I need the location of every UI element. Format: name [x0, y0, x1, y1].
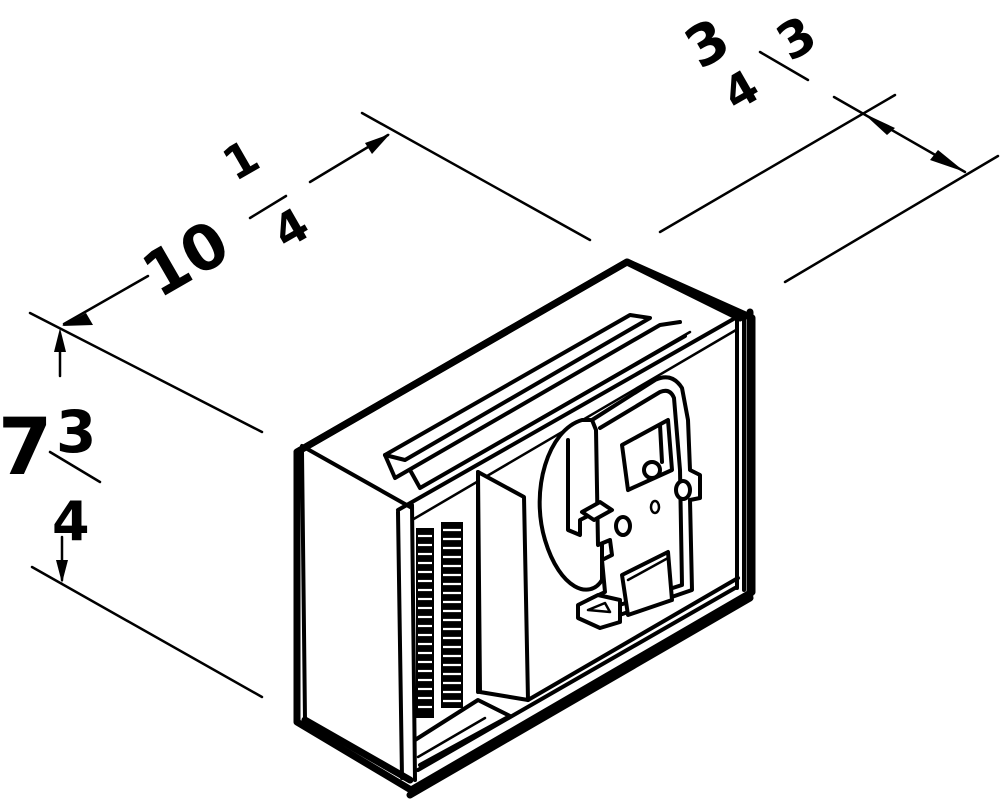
- bottom-tray-edge: [526, 576, 740, 702]
- height-numerator-label: 3: [56, 398, 96, 466]
- mechanism-assembly: [537, 375, 702, 630]
- arrowhead-icon: [863, 113, 895, 135]
- top-back-edge: [293, 258, 744, 456]
- width-extension-line-right: [360, 111, 592, 242]
- bracket-frame: [586, 375, 702, 622]
- top-channel-lip: [383, 320, 682, 480]
- rivet: [614, 515, 632, 537]
- top-side-edge: [300, 444, 414, 510]
- arrowhead-icon: [54, 328, 66, 352]
- arrowhead-icon: [62, 313, 93, 326]
- width-numerator-label: 1: [214, 129, 269, 192]
- depth-extension-line-back: [658, 93, 897, 234]
- front-flange-left: [396, 510, 404, 780]
- top-channel: [383, 313, 652, 462]
- lower-window-ledge: [626, 556, 670, 582]
- arrowhead-icon: [56, 560, 68, 583]
- height-dimension: 7 3 4: [0, 328, 264, 699]
- front-bottom-inner-edge: [416, 586, 737, 772]
- arrowhead-icon: [930, 150, 965, 172]
- width-whole-label: 10: [130, 206, 241, 312]
- side-front-edge: [300, 450, 307, 722]
- rail-inner: [428, 330, 692, 484]
- vent-grille: [416, 522, 463, 718]
- arrowhead-icon: [365, 134, 390, 154]
- fraction-bar: [758, 50, 810, 82]
- grille-column-right: [441, 522, 463, 708]
- cam-disc: [537, 418, 604, 592]
- divider-panel: [476, 470, 530, 702]
- depth-dimension: 3 3 4: [658, 5, 1000, 284]
- bracket-lower-window: [620, 550, 674, 617]
- rivet: [674, 479, 692, 501]
- bottom-tray: [413, 698, 512, 767]
- bottom-tray-inner: [416, 716, 487, 759]
- width-extension-line-left: [28, 311, 264, 434]
- height-denominator-label: 4: [52, 490, 90, 553]
- height-extension-line-bottom: [30, 565, 264, 699]
- depth-extension-line-front: [783, 154, 1000, 284]
- front-bottom-edge: [406, 594, 754, 799]
- front-flange-top: [396, 311, 746, 592]
- height-whole-label: 7: [0, 403, 52, 493]
- foot-slot: [586, 601, 612, 614]
- bracket-inner: [598, 388, 684, 610]
- grille-slats: [418, 528, 461, 709]
- side-bottom-edge: [301, 716, 414, 784]
- window-rod: [658, 423, 664, 464]
- center-hole: [649, 499, 661, 515]
- front-flange-left-inner: [410, 503, 417, 782]
- pivot-knob: [642, 460, 662, 480]
- width-dimension-line-left: [62, 274, 150, 326]
- fraction-bar: [48, 450, 102, 484]
- bracket-tab: [580, 500, 614, 522]
- fraction-bar: [248, 194, 288, 220]
